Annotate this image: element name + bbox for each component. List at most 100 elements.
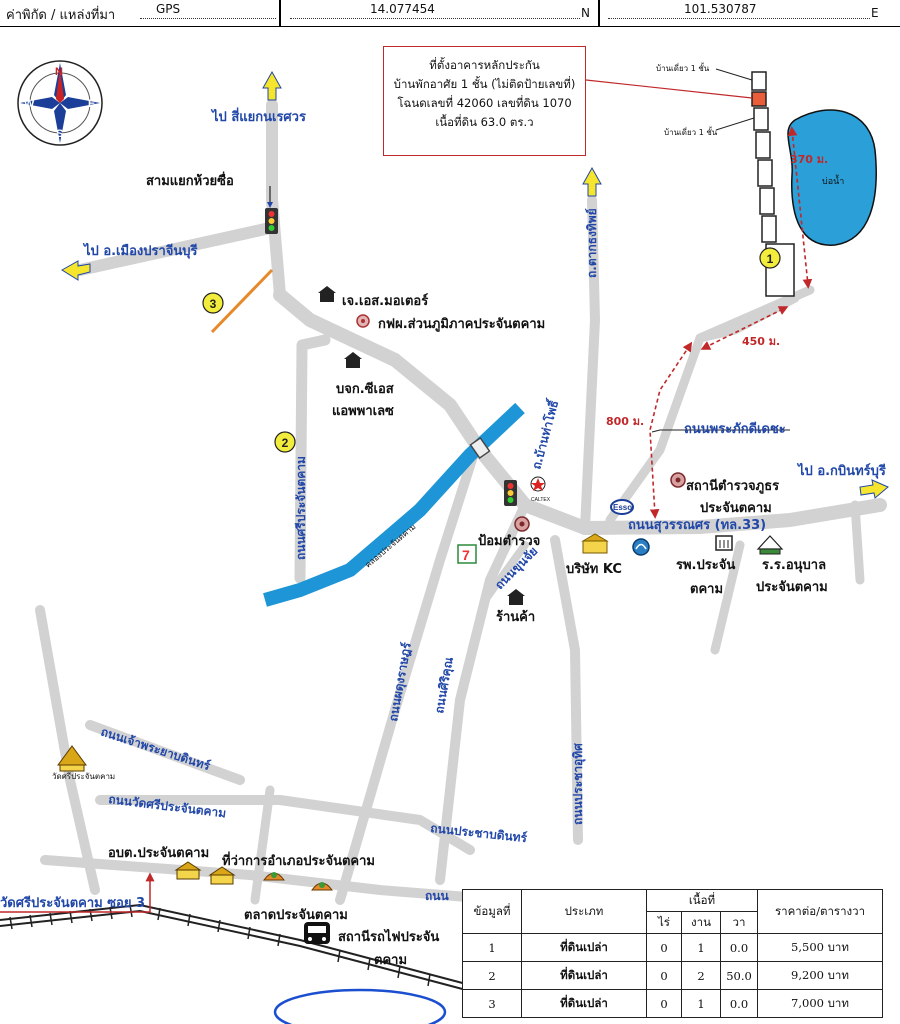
label-ces-line1: บจก.ซีเอส xyxy=(336,382,394,397)
cell-type: ที่ดินเปล่า xyxy=(521,989,647,1018)
info-line-4: เนื้อที่ดิน 63.0 ตร.ว xyxy=(435,115,534,129)
svg-text:2: 2 xyxy=(282,436,289,450)
direction-arrows xyxy=(61,70,889,499)
cell-ngan: 1 xyxy=(681,933,721,962)
label-dist-370: 370 ม. xyxy=(790,153,829,166)
house-bottom-leader xyxy=(715,117,755,131)
cell-no: 3 xyxy=(462,989,522,1018)
dist-370-line xyxy=(787,126,813,289)
house-icon-js xyxy=(318,286,336,302)
label-rd-prachathit: ถนนประชาอุทิศ xyxy=(571,743,586,825)
label-rd-ban-tha-pho: ถ.บ้านท่าโพธิ์ xyxy=(527,397,561,471)
label-kindergarten-line2: ประจันตคาม xyxy=(756,580,828,595)
train-icon xyxy=(304,922,330,944)
label-rd-phadung-rat: ถนนผดุงราษฎร์ xyxy=(386,641,415,723)
land-price-table: ข้อมูลที่ ประเภท เนื้อที่ ราคาต่อ/ตารางว… xyxy=(462,889,883,1018)
table-row: 3 ที่ดินเปล่า 0 1 0.0 7,000 บาท xyxy=(462,989,883,1018)
th-price: ราคาต่อ/ตารางวา xyxy=(757,889,883,934)
coord-source-underline xyxy=(140,18,276,19)
info-line-1: ที่ตั้งอาคารหลักประกัน xyxy=(429,58,540,72)
road-khun-chai xyxy=(481,541,529,604)
label-rd-tak-thong-thip: ถ.ตากธงทิพย์ xyxy=(585,208,599,278)
arrow-north-tak xyxy=(582,166,602,197)
arrow-north-naresuan xyxy=(262,70,282,101)
phra-phakdi-leader xyxy=(651,429,790,433)
label-kindergarten-line1: ร.ร.อนุบาล xyxy=(762,558,827,573)
property-info-box: ที่ตั้งอาคารหลักประกัน บ้านพักอาศัย 1 ชั… xyxy=(383,46,586,156)
table-row: 1 ที่ดินเปล่า 0 1 0.0 5,500 บาท xyxy=(462,933,883,962)
latitude-suffix: N xyxy=(581,6,590,20)
road-phadung-rat xyxy=(335,445,480,905)
label-police-box: ป้อมตำรวจ xyxy=(478,534,541,549)
cell-rai: 0 xyxy=(646,933,682,962)
label-house-top: บ้านเดี่ยว 1 ชั้น xyxy=(656,64,710,73)
label-dist-800: 800 ม. xyxy=(606,415,645,428)
label-market: ตลาดประจันตคาม xyxy=(244,908,348,923)
label-station-line2: ตคาม xyxy=(374,953,408,968)
cell-wa: 50.0 xyxy=(720,961,758,990)
cell-rai: 0 xyxy=(646,989,682,1018)
svg-text:7: 7 xyxy=(462,547,470,563)
lon-underline xyxy=(608,18,870,19)
lat-underline xyxy=(290,18,580,19)
compass-s: S xyxy=(56,128,63,140)
arrow-east-kabinburi xyxy=(859,479,889,499)
label-district-office: ที่ว่าการอำเภอประจันตคาม xyxy=(222,854,375,869)
label-to-naresuan: ไป สี่แยกนเรศวร xyxy=(212,110,306,125)
compass-rose: N S W E xyxy=(17,60,103,146)
label-rd-si-prachantakham: ถนนศรีประจันตคาม xyxy=(294,456,308,560)
label-rd-chao-phraya: ถนนเจ้าพระยาบดินทร์ xyxy=(99,725,212,774)
th-rai: ไร่ xyxy=(646,911,682,934)
bottom-blue-circle xyxy=(273,988,447,1024)
longitude-value: 101.530787 xyxy=(684,2,757,16)
temple-icon-wat-si xyxy=(57,745,87,772)
label-pond: บ่อน้ำ xyxy=(822,177,845,187)
police-box-icon xyxy=(514,516,530,532)
road-to-prachinburi xyxy=(74,222,276,276)
marker-2: 2 xyxy=(274,431,296,453)
road-si-prachantakham xyxy=(294,334,331,584)
market-icon-2 xyxy=(311,882,333,891)
svg-text:3: 3 xyxy=(210,297,217,311)
latitude-value: 14.077454 xyxy=(370,2,435,16)
cell-no: 1 xyxy=(462,933,522,962)
road-kabinburi-branch xyxy=(850,500,865,585)
info-box-leader xyxy=(585,79,753,99)
compass-n: N xyxy=(55,66,63,78)
label-shop: ร้านค้า xyxy=(496,610,536,625)
coordinate-header: ค่าพิกัด / แหล่งที่มา GPS 14.077454 N 10… xyxy=(0,0,900,27)
svg-text:1: 1 xyxy=(767,252,774,266)
label-pea-office: กฟผ.ส่วนภูมิภาคประจันตคาม xyxy=(378,317,546,332)
label-js-motor: เจ.เอส.มอเตอร์ xyxy=(342,294,429,309)
label-station-line1: สถานีรถไฟประจัน xyxy=(338,930,440,945)
plot3-line xyxy=(210,268,274,334)
cell-rai: 0 xyxy=(646,961,682,990)
hospital-icon xyxy=(715,535,733,551)
bridge xyxy=(469,437,491,459)
label-wat-si: วัดศรีประจันตคาม xyxy=(52,772,116,781)
label-rd-bottom: ถนน xyxy=(425,889,449,903)
market-icon-1 xyxy=(263,872,285,881)
district-office-icon xyxy=(208,866,236,885)
road-tak-thong-thip xyxy=(580,195,600,533)
traffic-light-junction xyxy=(504,480,517,506)
header-divider-1 xyxy=(279,0,281,26)
th-type: ประเภท xyxy=(521,889,647,934)
road-to-naresuan xyxy=(266,99,286,301)
house-top-leader xyxy=(715,68,753,81)
school-icon xyxy=(756,535,784,555)
cell-price: 5,500 บาท xyxy=(757,933,883,962)
label-police-line1: สถานีตำรวจภูธร xyxy=(686,479,780,494)
label-huai-so-junction: สามแยกห้วยซื่อ xyxy=(146,174,234,189)
road-sirikun xyxy=(435,500,530,885)
house-icon-ces xyxy=(344,352,362,368)
header-divider-2 xyxy=(598,0,600,26)
label-ces-line2: แอพพาเลซ xyxy=(332,404,394,419)
road-cross-south xyxy=(250,785,275,905)
seven-eleven-icon: 7 xyxy=(457,544,477,564)
coord-label: ค่าพิกัด / แหล่งที่มา xyxy=(6,8,116,23)
th-no: ข้อมูลที่ xyxy=(462,889,522,934)
label-police-line2: ประจันตคาม xyxy=(700,501,772,516)
caltex-icon xyxy=(530,476,546,492)
